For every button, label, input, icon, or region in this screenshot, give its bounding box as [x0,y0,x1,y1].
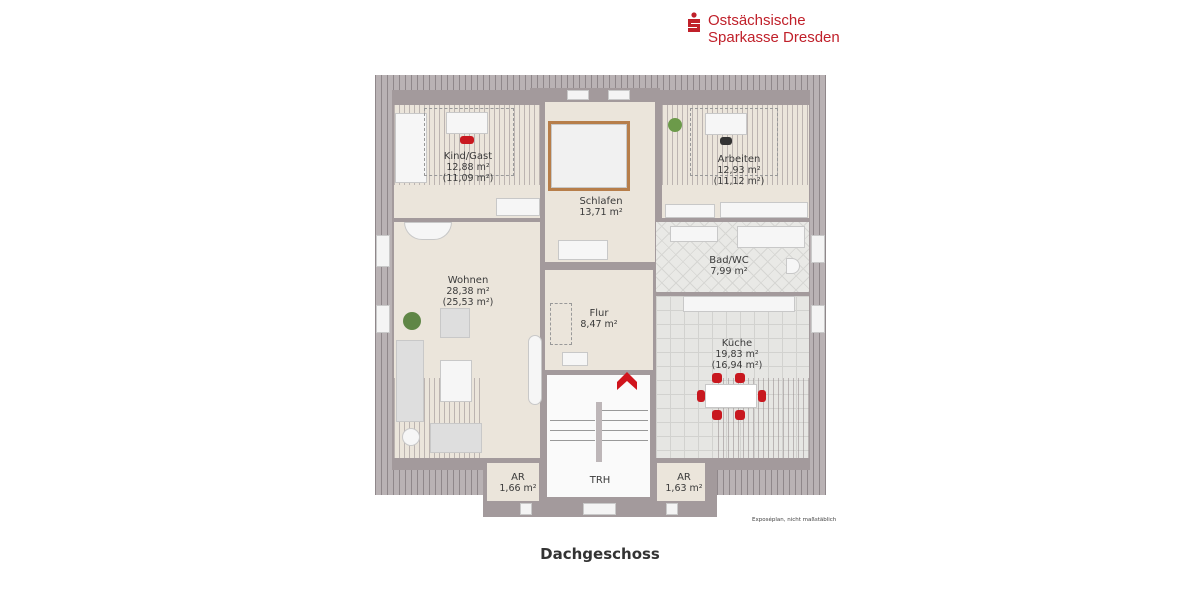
footnote: Exposéplan, nicht maßstäblich [752,517,837,523]
armchair [440,308,470,338]
brand-logo: Ostsächsische Sparkasse Dresden [686,12,840,46]
kitchen-counter [683,296,795,312]
brand-name-line2: Sparkasse Dresden [708,29,840,46]
window [583,503,616,515]
wardrobe-outline [550,303,572,345]
room-label-trh: TRH [589,475,611,486]
chair [712,410,722,420]
wardrobe [496,198,540,216]
stair-step [602,420,648,421]
plant [668,118,682,132]
dresser [558,240,608,260]
room-ar-right [657,463,705,501]
window [376,305,390,333]
desk [705,113,747,135]
double-bed [551,124,627,188]
chair [712,373,722,383]
desk [446,112,488,134]
office-chair [720,137,732,145]
sofa [396,340,424,422]
bathtub [737,226,805,248]
wardrobe [720,202,808,218]
window [811,305,825,333]
window [811,235,825,263]
floor-title: Dachgeschoss [540,545,660,563]
chair [735,410,745,420]
brand-name-line1: Ostsächsische [708,12,806,29]
window [520,503,532,515]
sloped-zone-outline [424,108,514,176]
sparkasse-s-logo-icon [688,12,700,32]
coffee-table [440,360,472,402]
plant [403,312,421,330]
tv-cabinet [528,335,542,405]
loveseat [430,423,482,453]
window [376,235,390,267]
toilet [786,258,800,274]
stair-step [602,440,648,441]
side-table [402,428,420,446]
stair-step [550,430,595,431]
stair-newel [596,402,602,462]
entrance-arrow-icon [617,372,637,390]
desk-chair [460,136,474,144]
chair [735,373,745,383]
sofa-bed [395,113,427,183]
shelf [665,204,715,218]
double-sink [670,226,718,242]
dining-table [705,384,757,408]
window [567,90,589,100]
chair [697,390,705,402]
bench [562,352,588,366]
chair [758,390,766,402]
stair-step [550,420,595,421]
window [608,90,630,100]
sloped-zone-outline [690,108,778,176]
stair-step [602,430,648,431]
stair-step [550,440,595,441]
window [666,503,678,515]
room-ar-left [487,463,539,501]
stair-step [602,410,648,411]
